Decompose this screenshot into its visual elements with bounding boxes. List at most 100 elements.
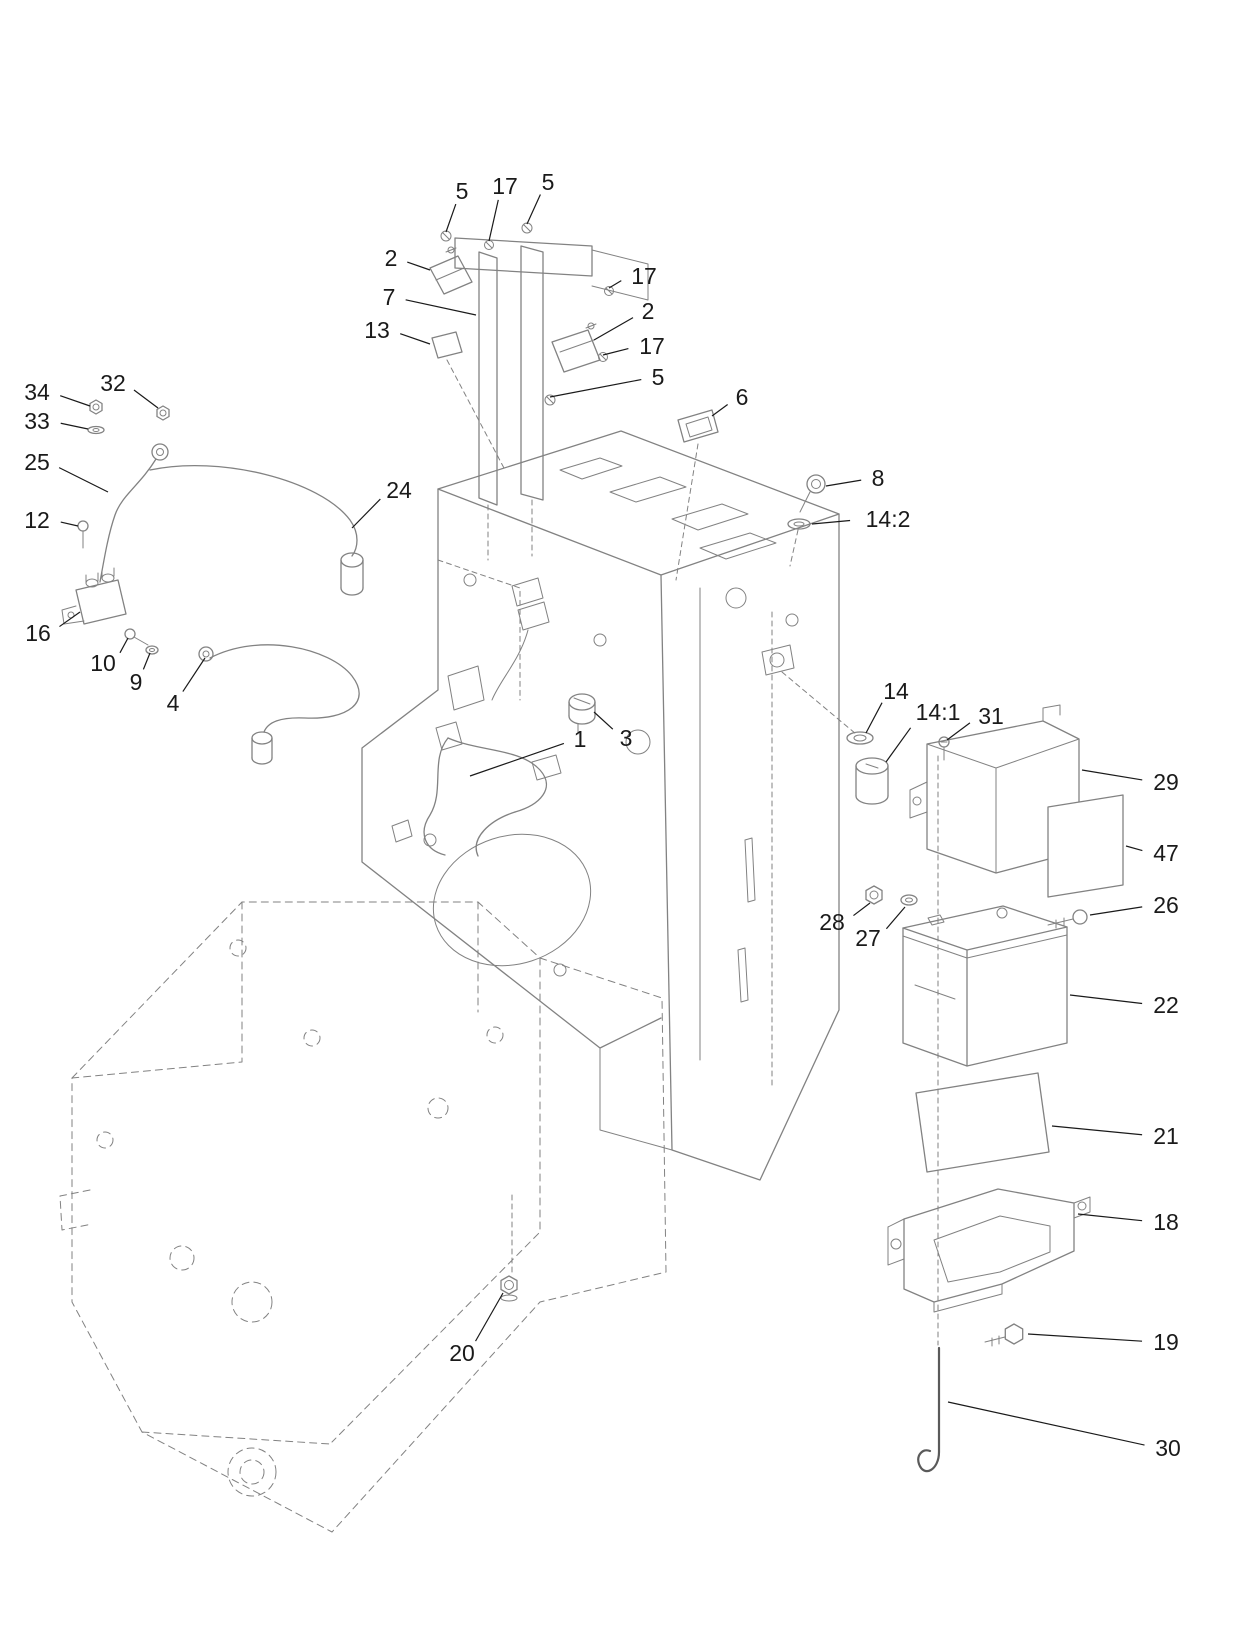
- key-switch-art: [761, 474, 950, 805]
- bolt-19-art: [984, 1323, 1024, 1347]
- leader-line: [351, 498, 381, 529]
- leader-line: [1051, 1125, 1143, 1136]
- leader-line: [1027, 1333, 1143, 1342]
- leader-line: [475, 1292, 504, 1342]
- callout-label: 1: [574, 726, 587, 752]
- leader-line: [711, 404, 728, 417]
- callout-label: 30: [1155, 1435, 1181, 1461]
- callout-label: 4: [167, 690, 180, 716]
- leader-line: [1077, 1213, 1143, 1222]
- callout-label: 28: [819, 909, 845, 935]
- callout-label: 17: [492, 173, 518, 199]
- leader-line: [1081, 769, 1143, 781]
- leader-line: [608, 280, 622, 289]
- leader-line: [119, 637, 129, 654]
- callout-label: 13: [364, 317, 390, 343]
- callout-label: 5: [652, 364, 665, 390]
- callout-label: 10: [90, 650, 116, 676]
- battery-assembly-art: [865, 704, 1124, 1473]
- callout-label: 26: [1153, 892, 1179, 918]
- nut-20-art: [500, 1275, 518, 1302]
- leader-line: [526, 194, 541, 225]
- leader-line: [825, 479, 862, 487]
- cable-24-art: [149, 464, 364, 596]
- callout-label: 5: [456, 178, 469, 204]
- leader-line: [142, 652, 151, 670]
- leader-line: [947, 1401, 1145, 1446]
- leader-line: [60, 422, 89, 430]
- callout-label: 7: [383, 284, 396, 310]
- leader-line: [59, 611, 81, 628]
- callout-label: 32: [100, 370, 126, 396]
- leader-line: [593, 711, 614, 730]
- callout-label: 22: [1153, 992, 1179, 1018]
- cables-art: [61, 399, 364, 765]
- callout-label: 2: [385, 245, 398, 271]
- hold-down-rod-art: [917, 1346, 941, 1473]
- leader-line: [946, 722, 971, 741]
- callout-label: 31: [978, 703, 1004, 729]
- callout-label: 24: [386, 477, 412, 503]
- bolt-26-art: [1047, 909, 1088, 929]
- leader-line: [182, 657, 206, 692]
- battery-art: [902, 905, 1068, 1067]
- leader-line: [405, 299, 477, 316]
- battery-tray-art: [887, 1188, 1091, 1313]
- leader-line: [469, 742, 565, 777]
- relay-13-art: [431, 331, 506, 471]
- callout-label: 19: [1153, 1329, 1179, 1355]
- callout-label: 17: [639, 333, 665, 359]
- relay-bracket-art: [429, 222, 649, 561]
- callout-label: 18: [1153, 1209, 1179, 1235]
- callout-label: 20: [449, 1340, 475, 1366]
- callout-label: 47: [1153, 840, 1179, 866]
- callout-label: 8: [872, 465, 885, 491]
- washer-27-art: [900, 894, 918, 906]
- rocker-switch-art: [675, 409, 719, 581]
- callout-label: 14: [883, 678, 909, 704]
- leader-line: [853, 902, 871, 917]
- solenoid-art: [61, 567, 127, 625]
- leader-line: [593, 317, 634, 341]
- leader-line: [549, 378, 642, 398]
- callout-label: 33: [24, 408, 50, 434]
- leader-line: [1069, 994, 1143, 1005]
- lower-frame-art: [59, 901, 667, 1533]
- leader-line: [133, 389, 159, 409]
- leader-line: [60, 521, 79, 527]
- callout-label: 17: [631, 263, 657, 289]
- leader-line: [602, 348, 629, 356]
- leader-line: [58, 467, 109, 493]
- callout-label: 12: [24, 507, 50, 533]
- callout-label: 3: [620, 725, 633, 751]
- harness-art: [391, 577, 596, 857]
- callout-label: 14:2: [866, 506, 911, 532]
- cable-4-art: [198, 644, 360, 765]
- leader-line: [1089, 906, 1143, 916]
- leader-line: [445, 203, 457, 233]
- callout-label: 2: [642, 298, 655, 324]
- callout-label: 25: [24, 449, 50, 475]
- leader-line: [811, 519, 851, 525]
- callout-label: 21: [1153, 1123, 1179, 1149]
- machine-console-art: [361, 430, 840, 1276]
- leader-line: [1125, 845, 1143, 852]
- callout-label: 6: [736, 384, 749, 410]
- leader-line: [488, 199, 499, 242]
- relay-2a-art: [429, 246, 473, 295]
- callout-label: 34: [24, 379, 50, 405]
- leader-line: [885, 727, 912, 763]
- leader-line: [865, 702, 883, 734]
- label-47-art: [1047, 794, 1124, 898]
- callout-label: 29: [1153, 769, 1179, 795]
- leader-line: [60, 395, 91, 407]
- callout-label: 16: [25, 620, 51, 646]
- leader-line: [885, 906, 906, 930]
- leader-line: [400, 333, 431, 345]
- battery-pad-art: [915, 1072, 1050, 1173]
- relay-2b-art: [551, 322, 601, 373]
- callout-label: 14:1: [916, 699, 961, 725]
